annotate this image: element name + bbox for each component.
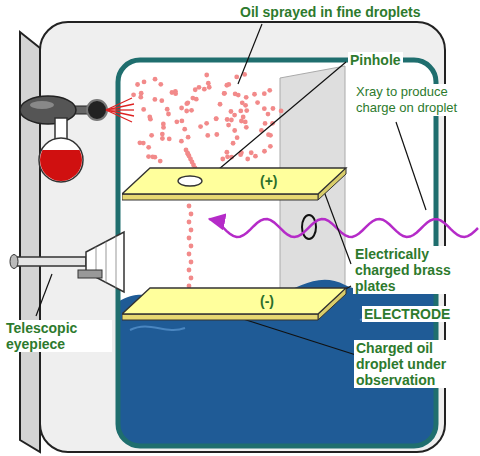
cone-ribs <box>96 236 116 287</box>
eyepiece-lens <box>10 255 18 269</box>
xray-label: Xray to produce charge on droplet <box>354 84 476 116</box>
plates-label: Electrically charged brass plates <box>353 246 467 294</box>
flask-oil <box>40 150 82 181</box>
polarity-sign: (+) <box>260 173 278 189</box>
electrode-label: ELECTRODE <box>362 306 452 322</box>
plate-shape <box>122 286 348 322</box>
polarity-sign: (-) <box>260 293 274 309</box>
oil-droplets <box>131 72 283 179</box>
droplet-label: Charged oil droplet under observation <box>354 340 476 388</box>
eyepiece-label: Telescopic eyepiece <box>4 320 112 352</box>
eyepiece-tube <box>14 257 86 266</box>
plate-shape <box>122 166 348 202</box>
spray-label: Oil sprayed in fine droplets <box>238 4 422 20</box>
pinhole-label: Pinhole <box>348 52 403 68</box>
housing-side <box>20 32 40 452</box>
spray-jet <box>106 98 134 122</box>
brass-plate: (+) <box>122 166 348 202</box>
eyepiece-cone <box>86 232 124 292</box>
grommet <box>87 100 107 120</box>
brass-plate: (-) <box>122 286 348 322</box>
falling-droplet <box>187 204 194 297</box>
bulb-highlight <box>30 101 54 109</box>
flask-body <box>39 138 83 182</box>
xray-wave <box>209 219 478 237</box>
flask-neck <box>55 118 67 140</box>
eyepiece-mount <box>78 270 102 278</box>
